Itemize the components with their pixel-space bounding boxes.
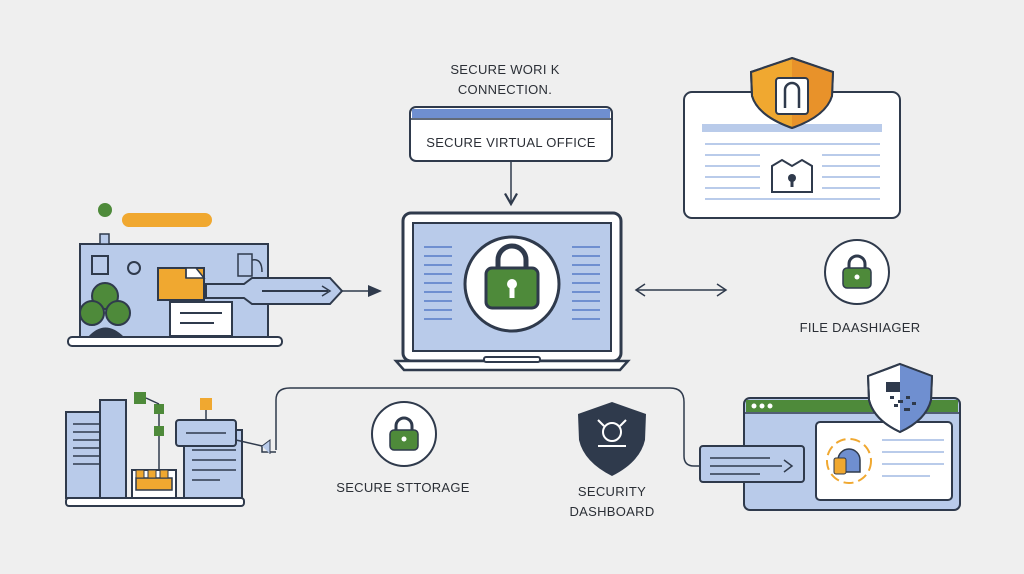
security-dashboard-line2: DASHBOARD (569, 504, 655, 519)
secure-connection-label: SECURE WORI K CONNECTION. (430, 60, 580, 100)
virtual-office-label: SECURE VIRTUAL OFFICE (426, 135, 596, 150)
server-icon (65, 392, 245, 507)
secure-storage-label: SECURE STTORAGE (336, 480, 470, 495)
connector-line (275, 387, 700, 467)
secure-connection-line2: CONNECTION. (457, 82, 553, 97)
document-icon (169, 301, 233, 337)
shield-icon (749, 56, 835, 130)
key-icon (205, 277, 344, 305)
padlock-icon (463, 235, 561, 333)
bidirectional-arrow-icon (634, 283, 728, 297)
padlock-icon (371, 401, 437, 467)
security-dashboard-label: SECURITY DASHBOARD (552, 482, 672, 522)
terminal-bar (699, 445, 805, 483)
folder-icon (157, 267, 206, 301)
user-group-icon (79, 282, 131, 337)
shield-icon (866, 362, 934, 434)
sync-icon (826, 438, 872, 484)
fingerprint-icon (578, 402, 646, 476)
secure-connection-line1: SECURE WORI K (450, 62, 560, 77)
connector-line (261, 439, 271, 454)
security-dashboard-line1: SECURITY (577, 484, 647, 499)
file-manager-label: FILE DAASHIAGER (799, 320, 921, 335)
arrow-icon (342, 285, 382, 297)
padlock-icon (824, 239, 890, 305)
virtual-office-box (409, 106, 613, 162)
